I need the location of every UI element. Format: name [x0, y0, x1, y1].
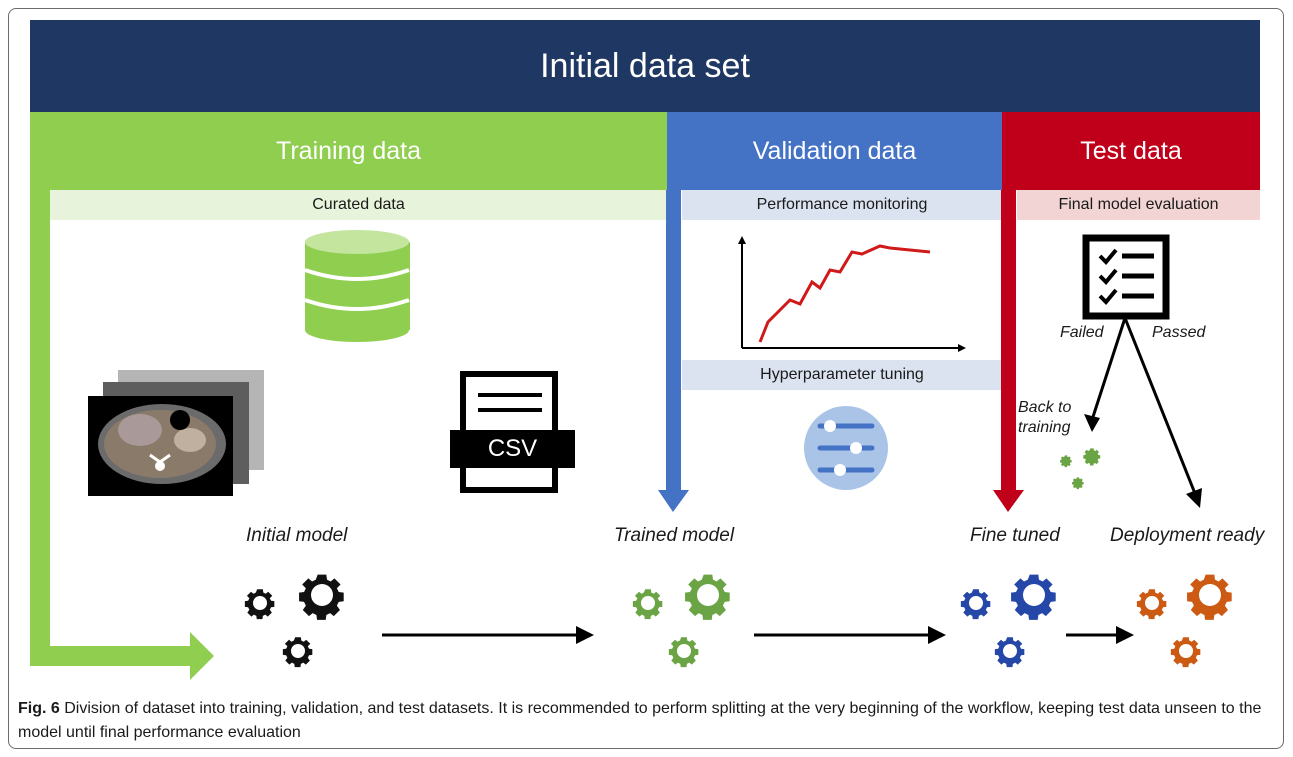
figure-caption: Fig. 6 Division of dataset into training…: [18, 697, 1276, 745]
test-flow-arrow: [993, 190, 1024, 512]
final-model-evaluation-label: Final model evaluation: [1017, 190, 1260, 220]
passed-branch-arrow: [1123, 317, 1202, 508]
performance-monitoring-label: Performance monitoring: [682, 190, 1002, 220]
initial-model-label: Initial model: [246, 525, 348, 546]
failed-label: Failed: [1060, 324, 1104, 341]
training-flow-arrow: [30, 190, 214, 680]
deployment-ready-gears-icon: [1136, 574, 1232, 668]
initial-model-gears-icon: [244, 574, 344, 668]
initial-data-set-title: Initial data set: [540, 46, 750, 85]
fine-tuned-label: Fine tuned: [970, 525, 1060, 546]
performance-chart-icon: [738, 236, 966, 352]
failed-branch-arrow: [1084, 317, 1127, 432]
finetuned-to-deployment-arrow: [1066, 626, 1134, 644]
csv-text: CSV: [450, 430, 575, 468]
curated-data-text: Curated data: [312, 196, 405, 213]
csv-label: CSV: [487, 435, 538, 462]
training-data-band: Training data: [30, 112, 667, 190]
hyperparameter-tuning-label: Hyperparameter tuning: [682, 360, 1002, 390]
deployment-ready-label: Deployment ready: [1110, 525, 1265, 546]
fine-tuned-gears-icon: [960, 574, 1056, 668]
initial-to-trained-arrow: [382, 626, 594, 644]
hyperparameter-tuning-text: Hyperparameter tuning: [760, 366, 924, 383]
performance-monitoring-text: Performance monitoring: [756, 196, 928, 213]
ct-scan-stack-icon: [88, 370, 264, 496]
final-model-evaluation-text: Final model evaluation: [1058, 196, 1219, 213]
sliders-icon: [804, 406, 888, 490]
validation-data-band: Validation data: [667, 112, 1002, 190]
initial-data-set-header: Initial data set: [30, 20, 1260, 112]
trained-model-label: Trained model: [614, 525, 735, 546]
figure-number: Fig. 6: [18, 700, 60, 717]
curated-data-label: Curated data: [50, 190, 667, 220]
test-data-label: Test data: [1080, 136, 1182, 165]
csv-file-icon: [450, 371, 575, 493]
figure-frame: [8, 8, 1284, 749]
checklist-icon: [1082, 234, 1170, 320]
caption-text: Division of dataset into training, valid…: [18, 700, 1262, 741]
trained-model-gears-icon: [632, 574, 730, 668]
test-data-band: Test data: [1002, 112, 1260, 190]
trained-to-finetuned-arrow: [754, 626, 946, 644]
training-data-label: Training data: [276, 136, 421, 165]
validation-data-label: Validation data: [752, 136, 917, 165]
validation-flow-arrow: [658, 190, 689, 512]
back-to-training-gears-icon: [1060, 448, 1101, 490]
database-icon: [304, 230, 410, 342]
back-to-training-label: Back to training: [1018, 399, 1072, 436]
passed-label: Passed: [1152, 324, 1206, 341]
